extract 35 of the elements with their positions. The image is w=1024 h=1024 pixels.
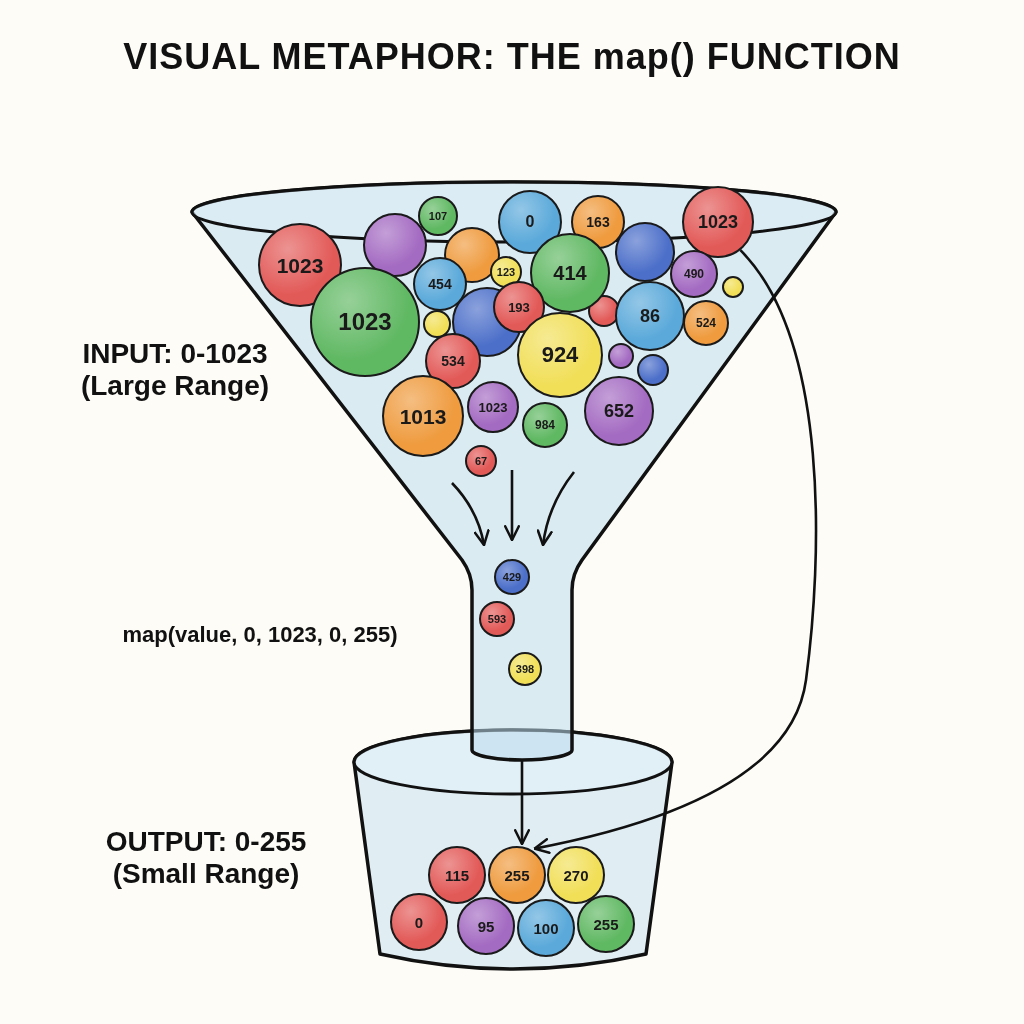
ball: 86: [615, 281, 685, 351]
ball: 255: [577, 895, 635, 953]
ball: 95: [457, 897, 515, 955]
ball: 100: [517, 899, 575, 957]
ball: 1013: [382, 375, 464, 457]
ball: 593: [479, 601, 515, 637]
ball: 984: [522, 402, 568, 448]
ball: 255: [488, 846, 546, 904]
ball: 1023: [682, 186, 754, 258]
ball: 524: [683, 300, 729, 346]
ball: 1023: [467, 381, 519, 433]
ball: 107: [418, 196, 458, 236]
range-label: INPUT: 0-1023 (Large Range): [79, 338, 271, 403]
ball: [637, 354, 669, 386]
ball: 924: [517, 312, 603, 398]
ball: [423, 310, 451, 338]
ball: 0: [390, 893, 448, 951]
range-label: OUTPUT: 0-255 (Small Range): [104, 826, 308, 891]
ball: [608, 343, 634, 369]
ball: 115: [428, 846, 486, 904]
ball: 270: [547, 846, 605, 904]
ball: 490: [670, 250, 718, 298]
ball: 1023: [258, 223, 342, 307]
ball: 652: [584, 376, 654, 446]
ball: 429: [494, 559, 530, 595]
ball: [363, 213, 427, 277]
arrow: [513, 760, 531, 846]
ball: 67: [465, 445, 497, 477]
arrow: [533, 249, 818, 854]
title: VISUAL METAPHOR: THE map() FUNCTION: [122, 36, 902, 78]
ball: 398: [508, 652, 542, 686]
ball: 0: [498, 190, 562, 254]
ball: [722, 276, 744, 298]
function-call: map(value, 0, 1023, 0, 255): [121, 622, 399, 648]
ball: [615, 222, 675, 282]
